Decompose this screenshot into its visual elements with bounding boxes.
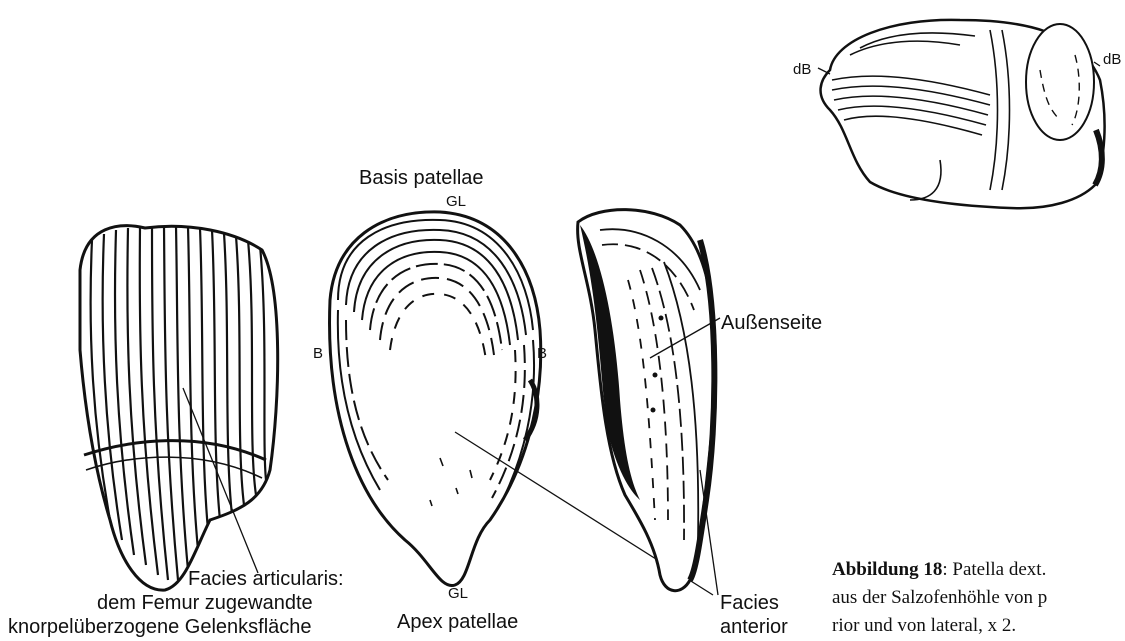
- caption-title: Abbildung 18: [832, 559, 942, 580]
- label-b-left: B: [313, 346, 323, 362]
- label-gl-top: GL: [446, 194, 466, 210]
- label-facies-articularis: Facies articularis:: [188, 568, 344, 590]
- label-facies-articularis-line3: knorpelüberzogene Gelenksfläche: [8, 616, 312, 638]
- label-apex-patellae: Apex patellae: [397, 611, 518, 633]
- label-b-right: B: [537, 346, 547, 362]
- label-facies-articularis-line2: dem Femur zugewandte: [97, 592, 313, 614]
- patella-superior-view: [818, 20, 1105, 208]
- caption-line-1: Abbildung 18: Patella dext.: [832, 556, 1125, 584]
- figure-caption: Abbildung 18: Patella dext. aus der Salz…: [832, 556, 1125, 640]
- label-db-right: dB: [1103, 52, 1121, 68]
- label-db-left: dB: [793, 62, 811, 78]
- label-facies-anterior: Facies: [720, 592, 779, 614]
- label-facies-anterior-line2: anterior: [720, 616, 788, 638]
- caption-line-3: rior und von lateral, x 2.: [832, 612, 1125, 640]
- patella-posterior-view: [80, 226, 278, 590]
- caption-line1-rest: : Patella dext.: [942, 559, 1046, 580]
- caption-line-2: aus der Salzofenhöhle von p: [832, 584, 1125, 612]
- patella-lateral-view: [578, 210, 720, 595]
- label-aussenseite: Außenseite: [721, 312, 822, 334]
- label-gl-bottom: GL: [448, 586, 468, 602]
- label-basis-patellae: Basis patellae: [359, 167, 484, 189]
